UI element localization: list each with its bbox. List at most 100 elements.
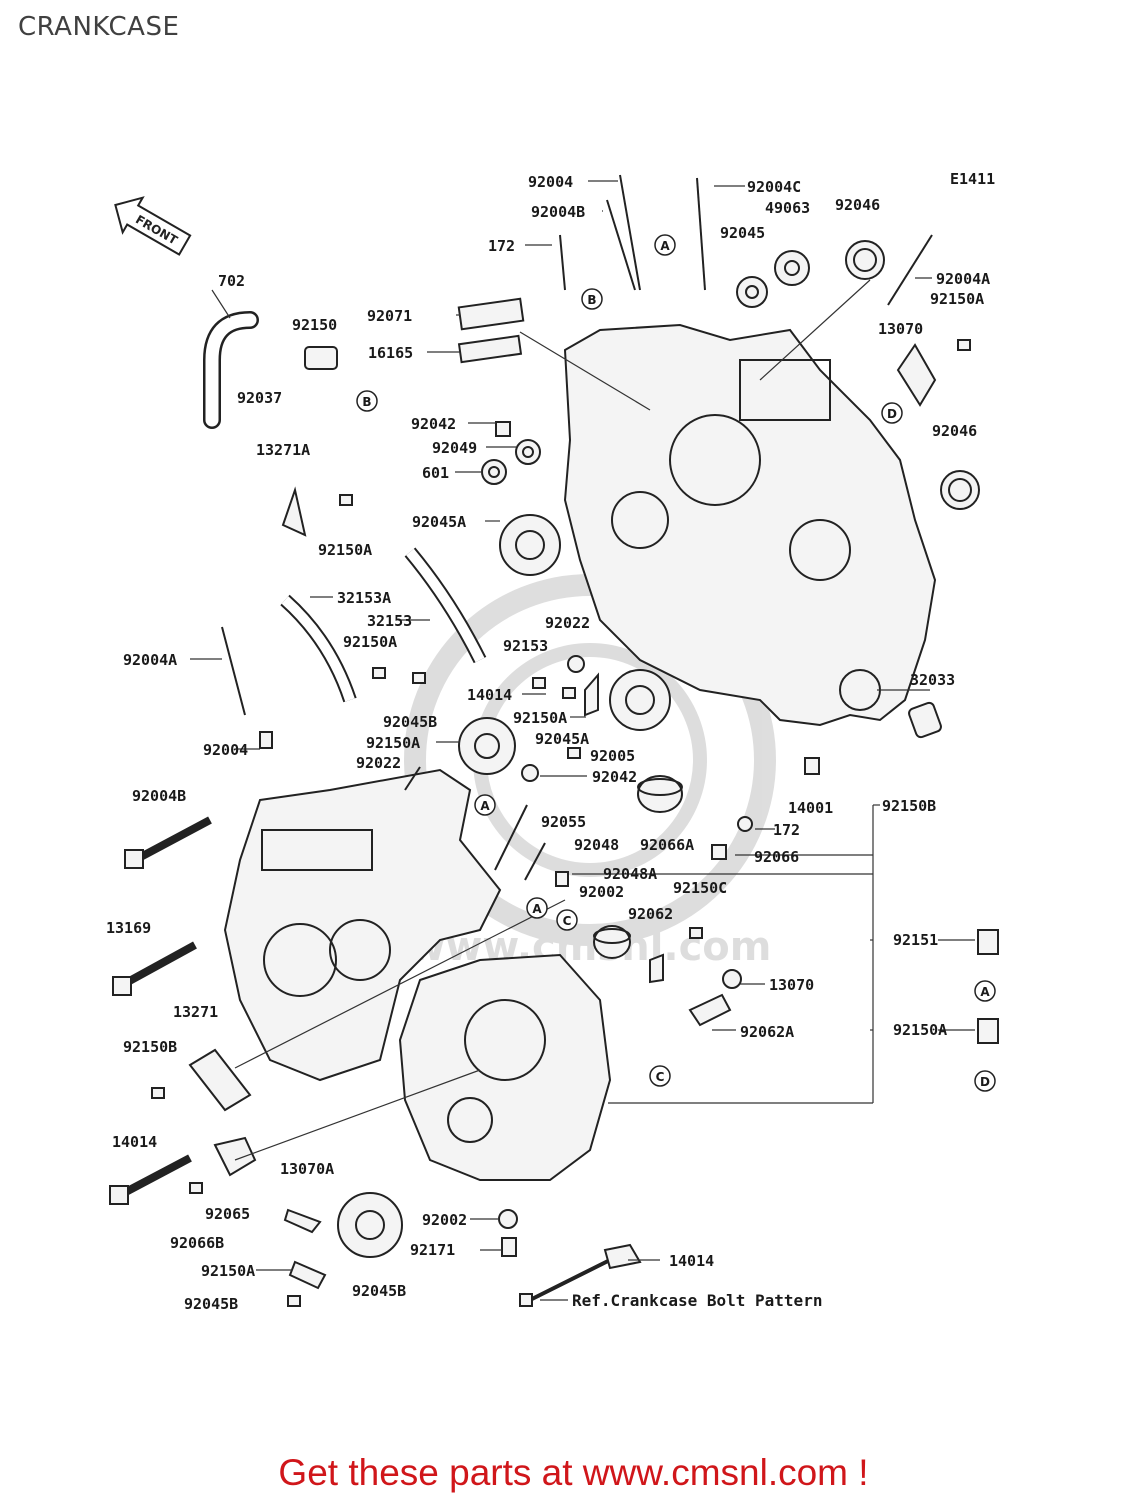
footer-link-text[interactable]: Get these parts at www.cmsnl.com !	[278, 1452, 869, 1493]
dowel-92062a	[977, 1018, 999, 1044]
callout-92002-bottom: 92066B	[170, 1234, 224, 1252]
callout-13169: 92062	[628, 905, 673, 923]
callout-92005: 92004	[203, 741, 248, 759]
front-arrow-icon: FRONT	[114, 196, 192, 256]
callout-92062: 92151	[893, 931, 938, 949]
callout-16165: 16165	[368, 344, 413, 362]
circle-ref-a-top: A	[654, 234, 676, 256]
callout-92045a-lower: 92150A	[366, 734, 420, 752]
callout-92046: 92046	[835, 196, 880, 214]
circle-ref-c-bracket: C	[649, 1065, 671, 1087]
callout-92004: 92004	[528, 173, 573, 191]
callout-92004c: 92004C	[747, 178, 801, 196]
callout-92150a-left: 92150A	[318, 541, 372, 559]
middle-crankcase-deck	[223, 768, 502, 1082]
callout-92004a-top: 92004A	[936, 270, 990, 288]
circle-ref-d-upper: D	[881, 402, 903, 424]
callout-92150a-bottom-left: 92150B	[123, 1038, 177, 1056]
callout-32153: 32153	[367, 612, 412, 630]
callout-labels: 92004 92004C 92004B 49063 92046 172 9204…	[106, 173, 990, 1313]
callout-92065: 92002	[422, 1211, 467, 1229]
bushing-92048a	[593, 925, 631, 959]
callout-92071: 92071	[367, 307, 412, 325]
callout-32033: 32033	[910, 671, 955, 689]
bearing-92045a-upper	[499, 514, 561, 576]
svg-text:D: D	[980, 1075, 990, 1089]
callout-92048a: 92002	[579, 883, 624, 901]
callout-13271a: 13271A	[256, 441, 310, 459]
callout-92004a-left: 92004A	[123, 651, 177, 669]
union-bolt-92150	[304, 346, 338, 370]
circle-refs: A B B D A A C A C D	[356, 234, 996, 1092]
callout-172: 172	[488, 237, 515, 255]
callout-92042-lower: 14001	[788, 799, 833, 817]
upper-deck	[739, 359, 831, 421]
callout-92150c: 13169	[106, 919, 151, 937]
lower-cylinder-bore-left	[263, 923, 337, 997]
callout-92037: 92037	[237, 389, 282, 407]
brackets	[188, 343, 937, 1290]
small-bolts	[151, 339, 971, 1307]
circle-ref-b-hose: B	[356, 390, 378, 412]
upper-bore-right	[789, 519, 851, 581]
needle-bearing-92046	[940, 470, 980, 510]
callout-92045: 92045	[720, 224, 765, 242]
seal-601	[481, 459, 507, 485]
callout-702: 702	[218, 272, 245, 290]
callout-92150b-upper: 92004B	[132, 787, 186, 805]
callout-601: 601	[422, 464, 449, 482]
bearing-92045b-lower	[337, 1192, 403, 1258]
studs	[221, 174, 933, 881]
plug-32033	[908, 701, 942, 739]
seal-92049	[515, 439, 541, 465]
needle-bearing-92046-top	[845, 240, 885, 280]
callout-92048: 92066A	[640, 836, 694, 854]
lower-crank-bore	[464, 999, 546, 1081]
circle-ref-b-upper: B	[581, 288, 603, 310]
callout-92066a: 92066	[754, 848, 799, 866]
callout-92049: 92049	[432, 439, 477, 457]
callout-92022-upper: 92022	[545, 614, 590, 632]
upper-bore-left	[611, 491, 669, 549]
callout-92004b: 92004B	[531, 203, 585, 221]
callout-13271: 92062A	[740, 1023, 794, 1041]
upper-crankcase-half	[563, 323, 937, 727]
svg-text:A: A	[480, 799, 490, 813]
diagram-code: E1411	[950, 170, 995, 188]
circle-ref-d-right: D	[974, 1070, 996, 1092]
callout-172-lower: 92048	[574, 836, 619, 854]
reference-note: Ref.Crankcase Bolt Pattern	[572, 1291, 822, 1310]
dowel-92062	[977, 929, 999, 955]
callout-92150a-bearing: 92005	[590, 747, 635, 765]
callout-14001: 92150B	[882, 797, 936, 815]
svg-text:D: D	[887, 407, 897, 421]
bearing-49063	[774, 250, 810, 286]
callout-92042-top: 92042	[411, 415, 456, 433]
callout-92153: 14014	[467, 686, 512, 704]
callout-14014-center: 92150A	[513, 709, 567, 727]
callout-92055: 172	[773, 821, 800, 839]
callout-13070-lower: 13271	[173, 1003, 218, 1021]
upper-crank-bore	[669, 414, 761, 506]
callout-92045a-upper: 92045A	[412, 513, 466, 531]
callout-49063: 49063	[765, 199, 810, 217]
callout-92002-right: 92150C	[673, 879, 727, 897]
circle-ref-a-right: A	[974, 980, 996, 1002]
deck-plate	[261, 829, 373, 871]
callout-92171: 14014	[669, 1252, 714, 1270]
svg-text:A: A	[980, 985, 990, 999]
callout-92066: 92048A	[603, 865, 657, 883]
svg-text:B: B	[587, 293, 596, 307]
callout-13070-top: 13070	[878, 320, 923, 338]
callout-92066b: 92171	[410, 1241, 455, 1259]
lower-oil-bore	[447, 1097, 493, 1143]
svg-text:A: A	[532, 902, 542, 916]
callout-92046-right: 92046	[932, 422, 977, 440]
svg-text:C: C	[563, 914, 572, 928]
callout-92045b-center: 92045A	[535, 730, 589, 748]
callout-32153a: 32153A	[337, 589, 391, 607]
circle-ref-a-lower: A	[526, 897, 548, 919]
callout-92004-lower: 92022	[356, 754, 401, 772]
filter-16165	[457, 334, 523, 364]
